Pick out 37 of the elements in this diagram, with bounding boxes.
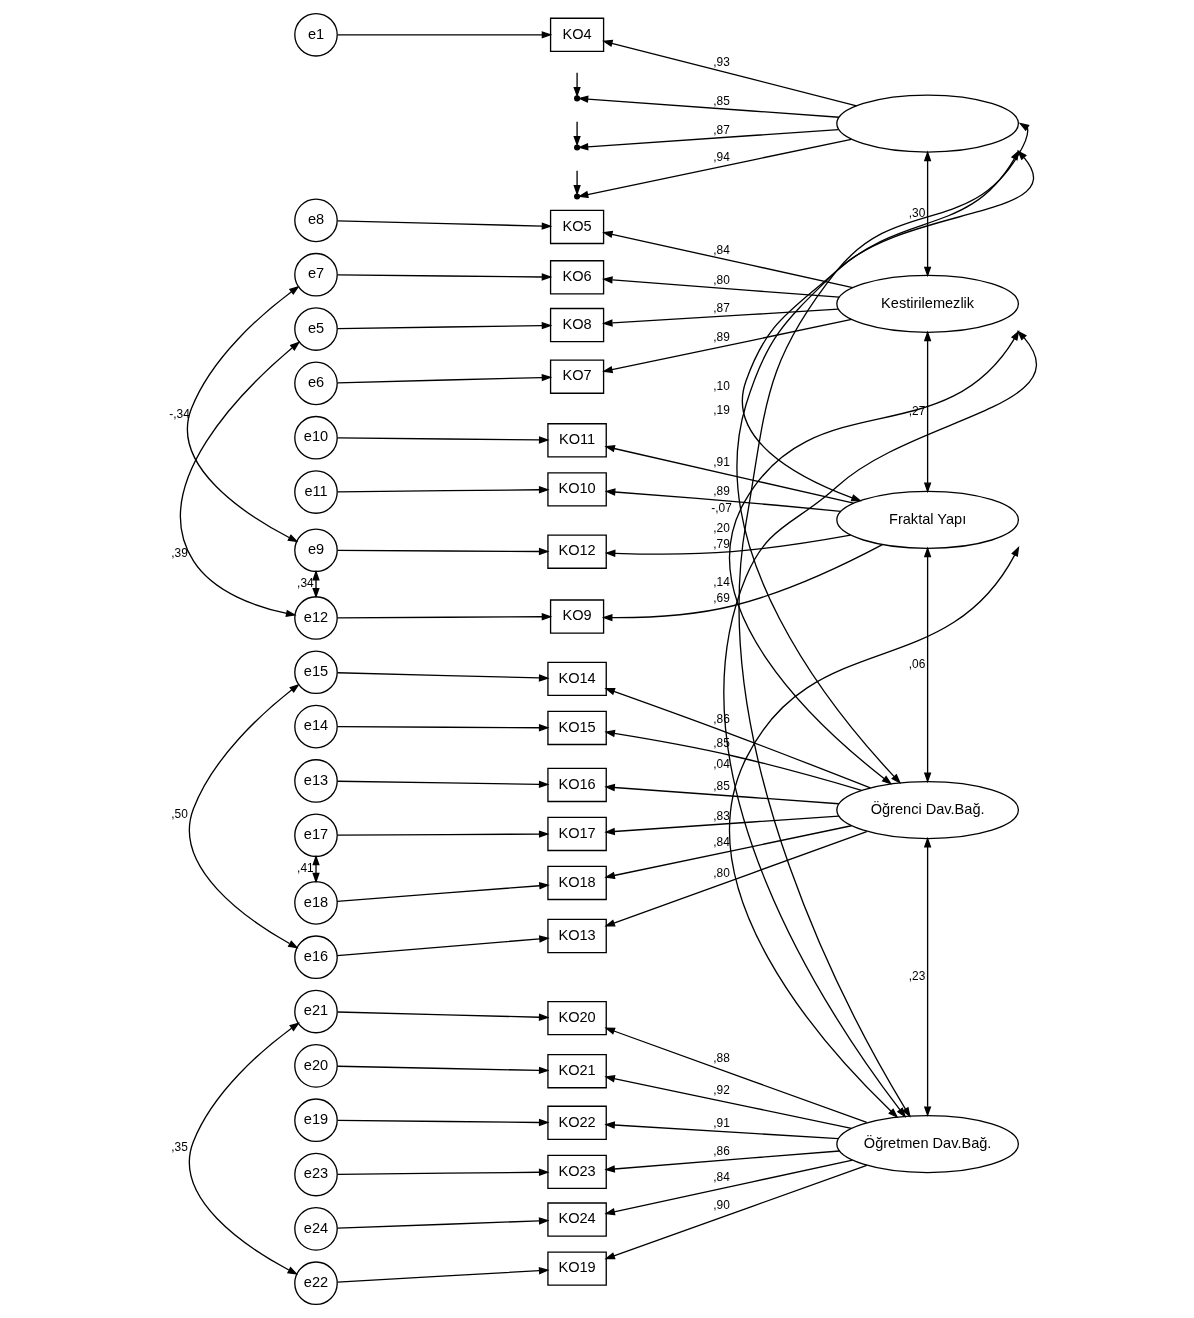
edge-label: ,20 (712, 521, 730, 536)
edge-label: ,84 (712, 1170, 730, 1185)
edge-label: ,30 (908, 205, 925, 220)
edge-label: ,94 (712, 149, 730, 164)
edge-label: ,84 (712, 242, 730, 257)
edge-label: ,89 (712, 330, 730, 345)
edge-label: ,83 (712, 808, 730, 823)
edge-label: ,10 (712, 379, 730, 394)
edge-label: ,04 (712, 756, 730, 771)
edge-label: ,34 (296, 576, 314, 591)
edge-label: ,79 (712, 536, 730, 551)
edge-label: ,89 (712, 483, 730, 498)
edge-label: ,69 (712, 591, 730, 606)
edge-label: -,07 (710, 501, 732, 516)
edge-label: ,92 (712, 1082, 730, 1097)
edge-label: ,50 (170, 807, 188, 822)
edge-label: ,35 (170, 1139, 188, 1154)
edge-label: ,80 (712, 273, 730, 288)
edge-label: ,80 (712, 865, 730, 880)
edge-label: ,85 (712, 94, 730, 109)
edge-label: ,41 (296, 860, 314, 875)
edge-label: ,86 (712, 1143, 730, 1158)
edge-label: ,19 (712, 403, 730, 418)
edge-label: ,91 (712, 1116, 730, 1131)
edge-label: ,85 (712, 779, 730, 794)
edge-label: ,88 (712, 1051, 730, 1066)
edge-label: ,91 (712, 454, 730, 469)
edge-label: ,87 (712, 123, 730, 138)
edge-label: ,06 (908, 656, 925, 671)
edge-label: ,90 (712, 1198, 730, 1213)
edge-label: ,39 (170, 546, 188, 561)
edge-label: ,23 (908, 968, 925, 983)
edge-label: ,84 (712, 835, 730, 850)
edge-label: ,87 (712, 301, 730, 316)
edge-label: -,34 (168, 407, 190, 422)
edge-label: ,14 (712, 575, 730, 590)
edge-label: ,93 (712, 54, 730, 69)
